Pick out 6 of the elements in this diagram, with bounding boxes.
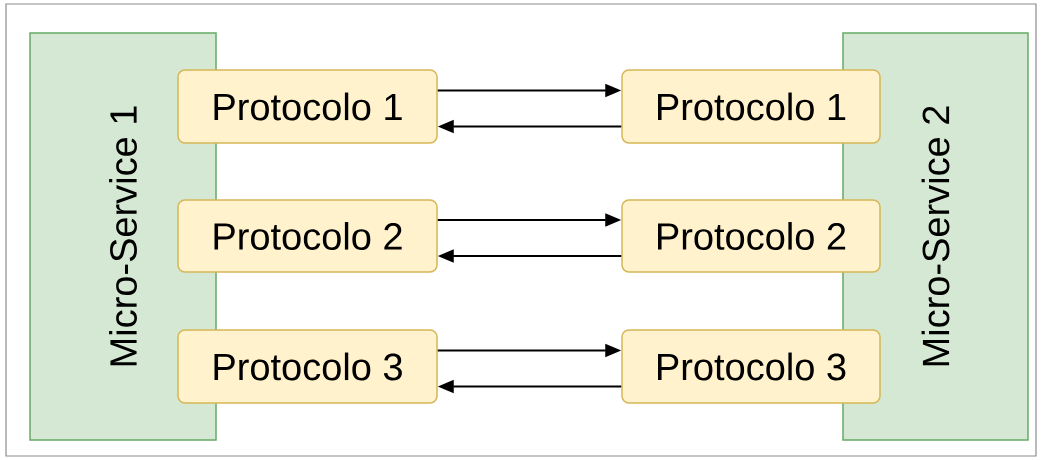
protocol-box: Protocolo 1 xyxy=(621,69,881,144)
protocol-box: Protocolo 2 xyxy=(177,199,438,273)
protocol-box: Protocolo 3 xyxy=(621,329,881,404)
protocol-box: Protocolo 1 xyxy=(177,69,438,144)
protocol-box: Protocolo 3 xyxy=(177,329,438,404)
protocol-box: Protocolo 2 xyxy=(621,199,881,273)
